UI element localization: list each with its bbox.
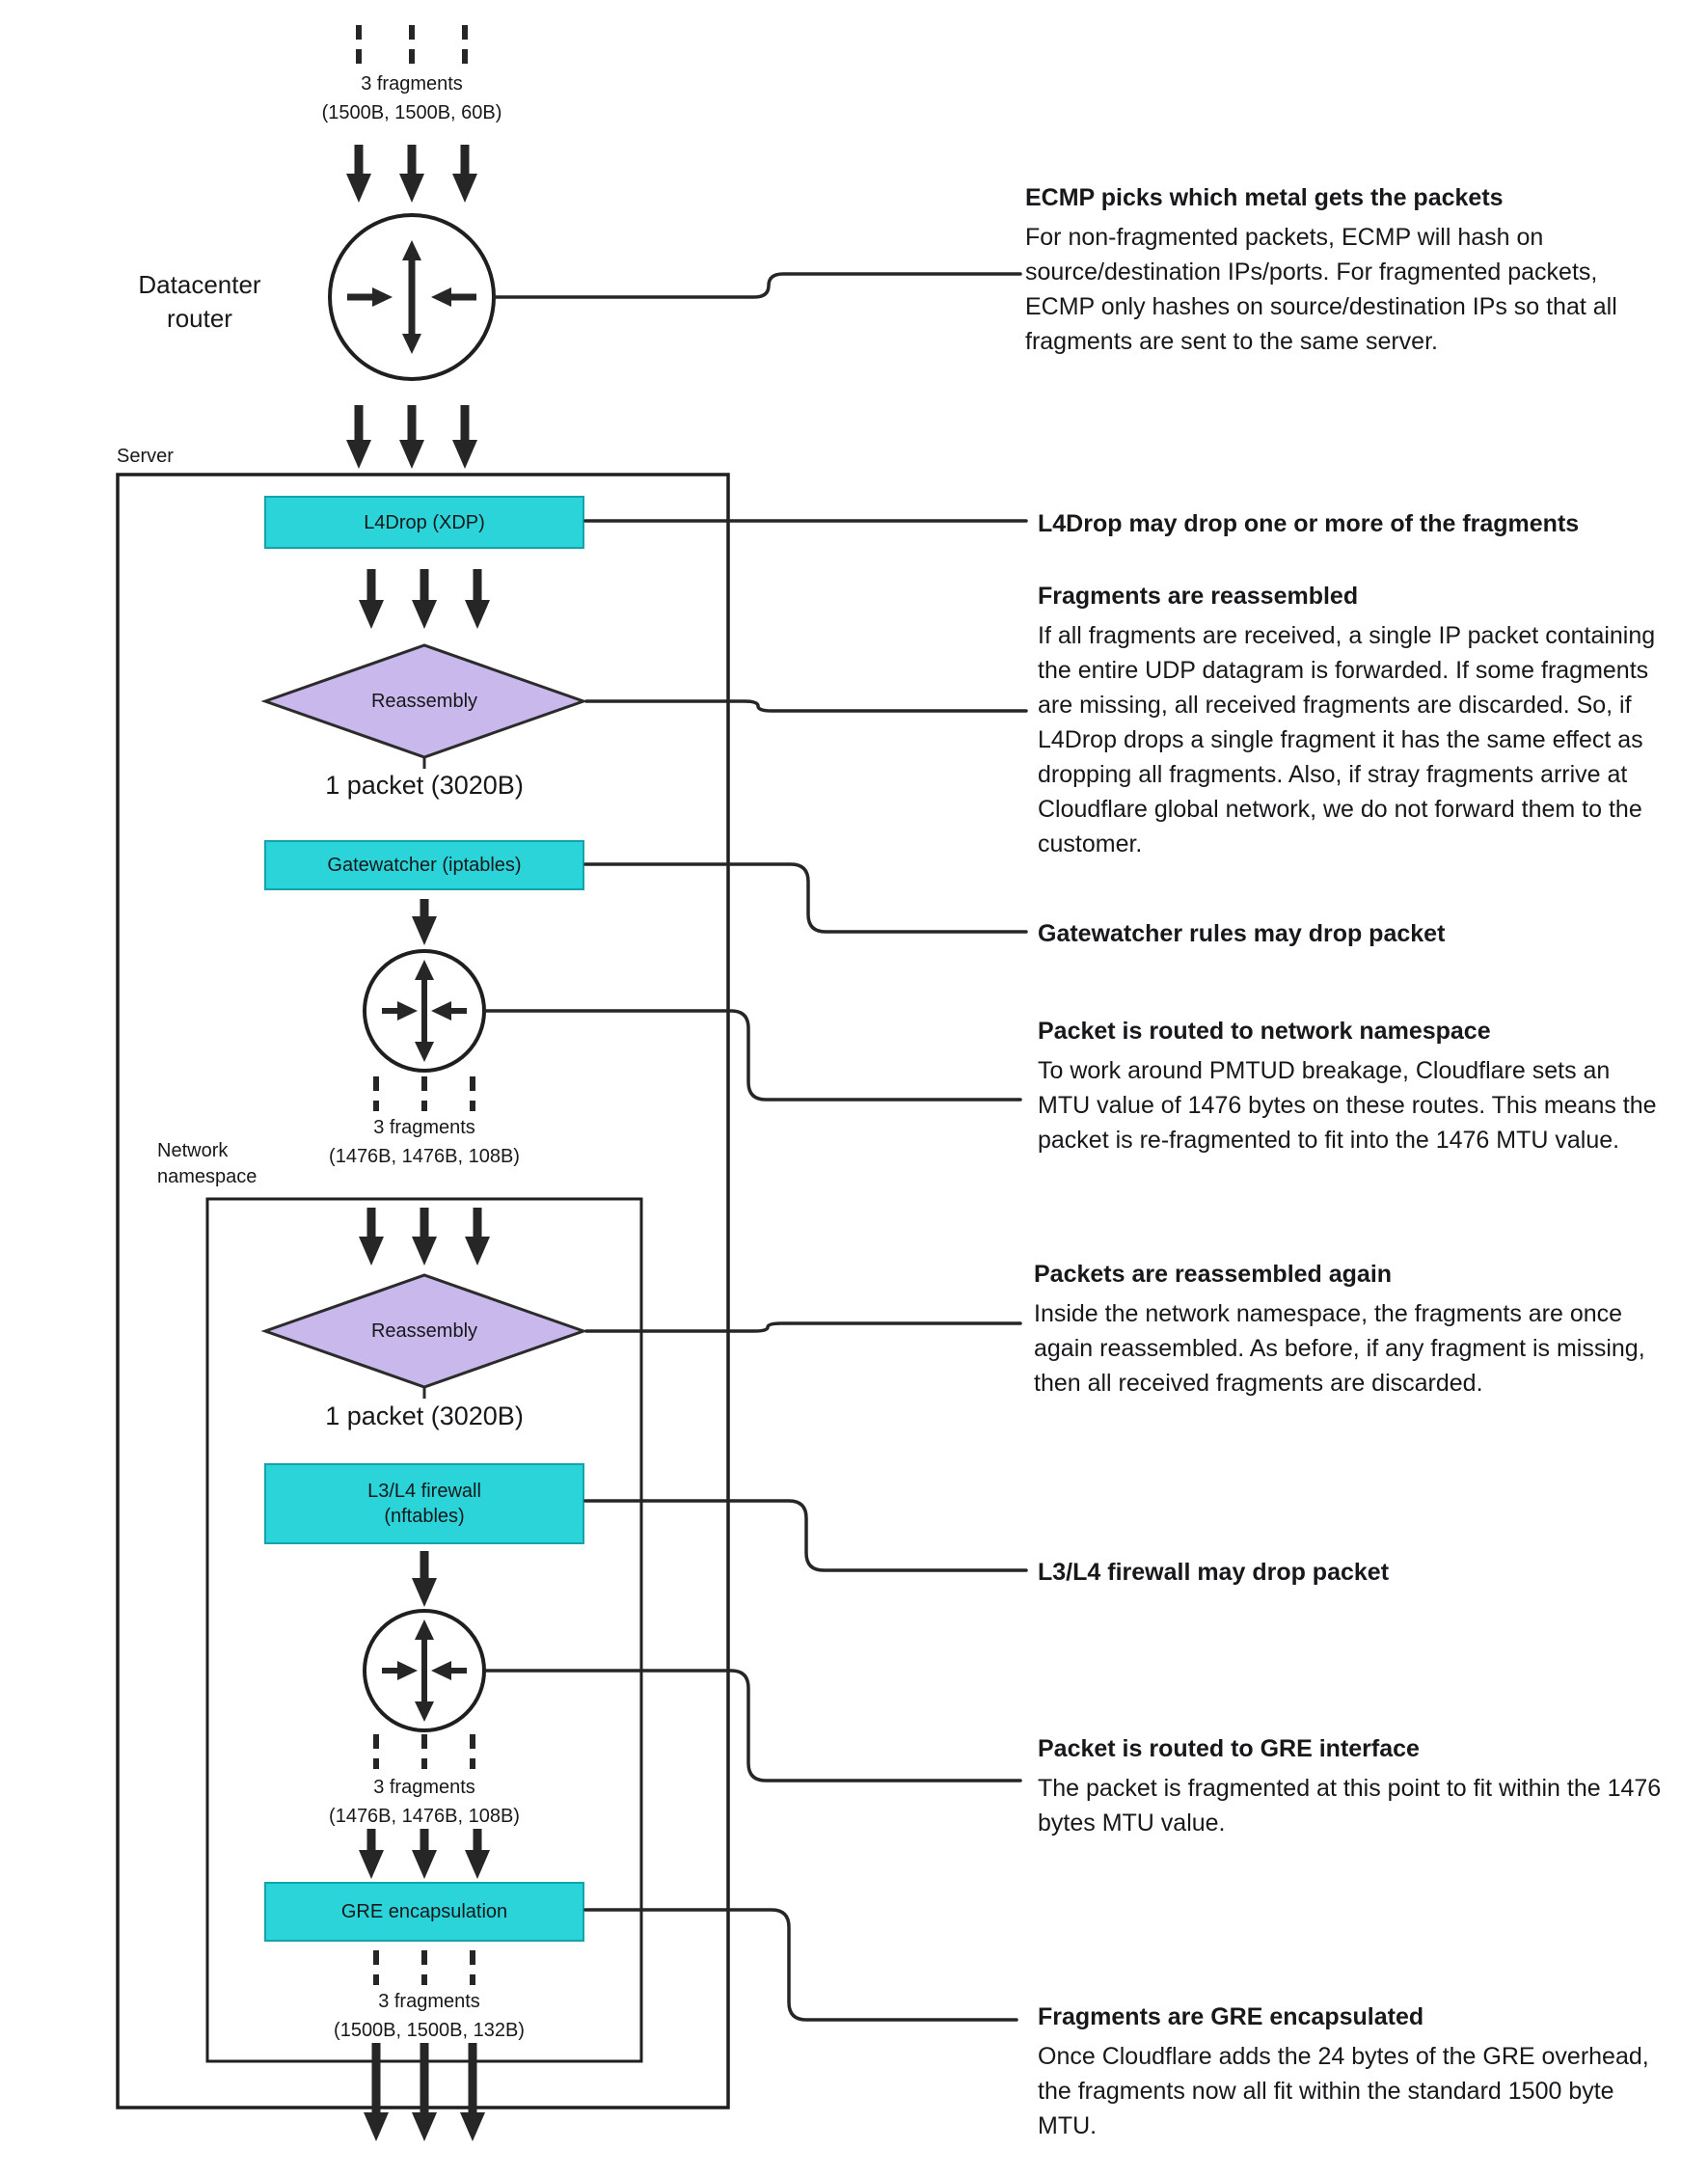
connector-route-namespace xyxy=(484,1009,1022,1102)
annotation-l4drop-title: L4Drop may drop one or more of the fragm… xyxy=(1038,510,1580,537)
server-label: Server xyxy=(117,446,174,467)
connector-reassembly1 xyxy=(584,699,1028,713)
fragments-top-sizes: (1500B, 1500B, 60B) xyxy=(321,102,502,123)
annotation-firewall: L3/L4 firewall may drop packet xyxy=(1038,1558,1694,1594)
l4drop-box xyxy=(264,496,584,549)
annotation-gatewatcher-title: Gatewatcher rules may drop packet xyxy=(1038,920,1446,947)
fragments-mid1-sizes: (1476B, 1476B, 108B) xyxy=(329,1146,520,1167)
annotation-reassembled-body: If all fragments are received, a single … xyxy=(1038,622,1656,857)
fragment-dashes-mid1 xyxy=(373,1076,475,1111)
arrows-into-router xyxy=(346,145,477,203)
gatewatcher-label: Gatewatcher (iptables) xyxy=(327,855,522,876)
annotation-reassembled-title: Fragments are reassembled xyxy=(1038,583,1359,610)
fragment-dashes-mid2 xyxy=(373,1734,475,1769)
route-icon-namespace xyxy=(363,949,486,1073)
network-namespace-label: Network namespace xyxy=(157,1140,258,1187)
annotation-reassembled-again-title: Packets are reassembled again xyxy=(1034,1261,1393,1288)
fragments-bottom-label: 3 fragments xyxy=(378,1991,480,2012)
annotation-reassembled: Fragments are reassembled If all fragmen… xyxy=(1038,582,1660,861)
arrows-exit-bottom xyxy=(364,2043,485,2141)
fragment-dashes-bottom xyxy=(373,1950,475,1985)
reassembly-diamond-1 xyxy=(260,643,588,759)
datacenter-router-icon xyxy=(328,213,496,381)
annotation-gre-encapsulated-title: Fragments are GRE encapsulated xyxy=(1038,2003,1424,2030)
annotation-ecmp: ECMP picks which metal gets the packets … xyxy=(1025,183,1667,359)
annotation-route-namespace-title: Packet is routed to network namespace xyxy=(1038,1018,1491,1045)
annotation-reassembled-again-body: Inside the network namespace, the fragme… xyxy=(1034,1300,1645,1397)
route-icon-gre xyxy=(363,1609,486,1732)
annotation-route-namespace: Packet is routed to network namespace To… xyxy=(1038,1017,1660,1157)
firewall-label: L3/L4 firewall (nftables) xyxy=(265,1464,583,1543)
packet1-label: 1 packet (3020B) xyxy=(325,771,524,800)
annotation-gatewatcher: Gatewatcher rules may drop packet xyxy=(1038,919,1694,956)
l4drop-label: L4Drop (XDP) xyxy=(364,511,485,533)
arrows-into-namespace xyxy=(359,1208,490,1265)
gre-box xyxy=(264,1882,584,1942)
datacenter-router-label: Datacenter router xyxy=(138,270,261,334)
connector-ecmp xyxy=(492,272,1022,299)
reassembly-diamond-2 xyxy=(260,1273,588,1389)
annotation-route-gre-body: The packet is fragmented at this point t… xyxy=(1038,1775,1662,1837)
firewall-label-line2: (nftables) xyxy=(384,1506,465,1527)
gre-label: GRE encapsulation xyxy=(340,1901,508,1922)
arrows-into-gre xyxy=(359,1829,490,1879)
fragments-bottom-sizes: (1500B, 1500B, 132B) xyxy=(334,2020,525,2041)
firewall-box xyxy=(264,1463,584,1544)
fragment-dashes-top xyxy=(356,25,468,68)
arrows-l4drop-to-reassembly xyxy=(359,569,490,629)
fragments-mid1-label: 3 fragments xyxy=(373,1117,475,1138)
annotation-gre-encapsulated-body: Once Cloudflare adds the 24 bytes of the… xyxy=(1038,2043,1649,2139)
gatewatcher-box xyxy=(264,840,584,890)
annotation-route-namespace-body: To work around PMTUD breakage, Cloudflar… xyxy=(1038,1057,1657,1154)
packet2-label: 1 packet (3020B) xyxy=(325,1401,524,1430)
annotation-route-gre: Packet is routed to GRE interface The pa… xyxy=(1038,1734,1674,1840)
annotation-route-gre-title: Packet is routed to GRE interface xyxy=(1038,1735,1420,1762)
fragments-mid2-sizes: (1476B, 1476B, 108B) xyxy=(329,1806,520,1827)
reassembly2-label: Reassembly xyxy=(370,1320,478,1342)
annotation-ecmp-body: For non-fragmented packets, ECMP will ha… xyxy=(1025,224,1617,355)
connector-reassembly2 xyxy=(584,1321,1022,1333)
fragments-top-label: 3 fragments xyxy=(361,73,463,95)
annotation-reassembled-again: Packets are reassembled again Inside the… xyxy=(1034,1260,1675,1401)
arrows-router-to-server xyxy=(346,405,477,469)
reassembly1-label: Reassembly xyxy=(370,691,478,712)
connector-firewall xyxy=(583,1499,1028,1572)
annotation-gre-encapsulated: Fragments are GRE encapsulated Once Clou… xyxy=(1038,2002,1679,2143)
annotation-ecmp-title: ECMP picks which metal gets the packets xyxy=(1025,184,1504,211)
firewall-label-line1: L3/L4 firewall xyxy=(367,1481,481,1502)
connector-route-gre xyxy=(484,1669,1022,1782)
connector-gatewatcher xyxy=(583,862,1028,934)
annotation-l4drop: L4Drop may drop one or more of the fragm… xyxy=(1038,509,1694,546)
connector-gre xyxy=(583,1908,1018,2022)
annotation-firewall-title: L3/L4 firewall may drop packet xyxy=(1038,1559,1390,1586)
fragments-mid2-label: 3 fragments xyxy=(373,1777,475,1798)
